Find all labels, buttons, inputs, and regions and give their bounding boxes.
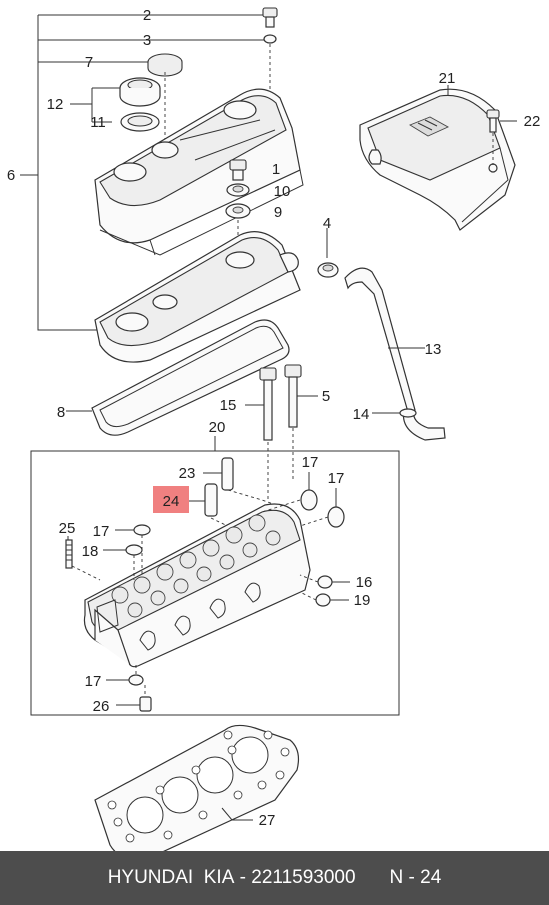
highlight-24 (153, 486, 189, 513)
part-rocker-cover-upper (94, 88, 304, 256)
part-plug-17-left (133, 524, 151, 536)
leader-27 (221, 807, 253, 821)
part-plug-16 (317, 575, 333, 589)
callout-17-bottom: 17 (85, 673, 102, 690)
part-sleeve-23 (221, 457, 234, 491)
callout-20: 20 (209, 419, 226, 436)
guide-17-right (261, 499, 329, 527)
part-bolt-2 (262, 7, 278, 28)
part-cylinder-head (83, 503, 311, 668)
part-washer-19 (315, 593, 331, 607)
callout-22: 22 (524, 113, 541, 130)
callout-6: 6 (7, 167, 15, 184)
part-oil-cap-7 (147, 53, 183, 77)
footer-page: N - 24 (389, 867, 442, 888)
callout-21: 21 (439, 70, 456, 87)
guide-17-18 (133, 535, 143, 580)
callout-7: 7 (85, 54, 93, 71)
callout-10: 10 (274, 183, 291, 200)
footer-brand: HYUNDAI KIA (107, 867, 235, 888)
part-plug-17-right-b (327, 506, 345, 528)
callout-2: 2 (143, 7, 151, 24)
callout-24: 24 (163, 493, 180, 510)
part-seal-11 (120, 112, 160, 132)
part-dowel-24 (204, 483, 218, 517)
part-head-gasket-27 (94, 724, 300, 851)
callout-8: 8 (57, 404, 65, 421)
part-grommet-9 (225, 203, 251, 219)
callout-23: 23 (179, 465, 196, 482)
callout-15: 15 (220, 397, 237, 414)
part-gasket-8 (91, 319, 290, 436)
guide-16-19 (299, 574, 319, 601)
callout-17-right-b: 17 (328, 470, 345, 487)
callout-12: 12 (47, 96, 64, 113)
part-clamp-14 (399, 408, 417, 418)
callout-16: 16 (356, 574, 373, 591)
part-stud-25 (65, 539, 73, 569)
part-plug-17-bottom (128, 674, 144, 686)
callout-17-right-a: 17 (302, 454, 319, 471)
callout-1: 1 (272, 161, 280, 178)
bracket-6-lines (37, 14, 270, 331)
callout-11: 11 (90, 114, 106, 131)
callout-18: 18 (82, 543, 99, 560)
callout-4: 4 (323, 215, 331, 232)
callout-13: 13 (425, 341, 442, 358)
part-rocker-cover-lower (94, 231, 301, 363)
part-plug-17-right-a (300, 489, 318, 511)
part-breather-cover-21 (359, 88, 516, 231)
part-washer-3 (263, 34, 277, 44)
callout-5: 5 (322, 388, 330, 405)
part-bolt-15 (259, 367, 277, 441)
guide-25 (71, 565, 101, 581)
footer-separator: - (234, 867, 252, 888)
part-filler-cap-12 (119, 77, 161, 107)
part-bolt-26 (139, 696, 152, 712)
part-bolt-22 (486, 109, 500, 133)
callout-26: 26 (93, 698, 110, 715)
part-seal-18 (125, 544, 143, 556)
guide-bottom (135, 665, 146, 697)
part-seal-10 (226, 183, 250, 197)
part-nut-1 (229, 159, 247, 181)
callout-19: 19 (354, 592, 371, 609)
callout-14: 14 (353, 406, 370, 423)
footer-part-number: 2211593000 (251, 867, 356, 888)
bracket-12 (70, 87, 120, 123)
footer-bar: HYUNDAI KIA - 2211593000 N - 24 (0, 851, 549, 905)
callout-17-left: 17 (93, 523, 110, 540)
part-clip-4 (317, 262, 339, 278)
callout-27: 27 (259, 812, 276, 829)
exploded-parts-diagram: 2 3 7 12 11 6 1 10 9 21 22 4 13 14 8 15 … (7, 7, 541, 851)
callout-3: 3 (143, 32, 151, 49)
callout-25: 25 (59, 520, 76, 537)
part-bolt-5 (284, 364, 302, 428)
callout-9: 9 (274, 204, 282, 221)
